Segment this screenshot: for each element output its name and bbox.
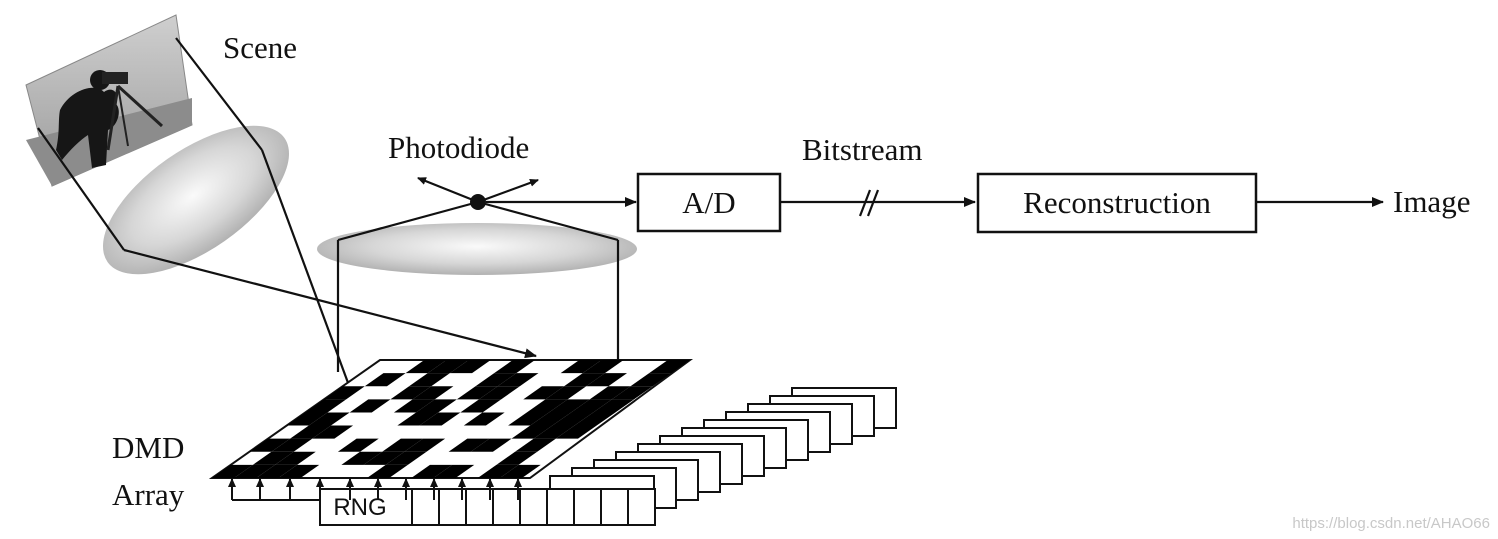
mirror-cell	[290, 425, 331, 439]
mirror-cell	[385, 451, 427, 465]
mirror-cell	[427, 360, 469, 374]
mirror-cell	[477, 464, 519, 478]
mirror-cell	[589, 386, 631, 400]
mirror-cell	[475, 373, 517, 387]
photodiode-icon	[417, 176, 539, 210]
mirror-cell	[405, 360, 447, 374]
mirror-cell	[390, 386, 432, 400]
register-cell	[573, 488, 602, 526]
dmd-label-line2: Array	[112, 477, 185, 512]
signal-chain	[486, 189, 1384, 217]
mirror-cell	[363, 451, 405, 465]
mirror-cell	[367, 464, 408, 478]
mirror-cell	[278, 464, 320, 478]
mirror-cell	[448, 438, 490, 452]
mirror-cell	[456, 386, 498, 400]
bitstream-label: Bitstream	[802, 132, 923, 167]
mirror-cell	[256, 464, 298, 478]
reconstruction-label: Reconstruction	[1023, 185, 1211, 220]
mirror-cell	[515, 438, 556, 452]
mirror-cell	[560, 360, 602, 374]
image-label: Image	[1393, 184, 1470, 219]
mirror-cell	[508, 412, 549, 426]
photodiode-label: Photodiode	[388, 130, 529, 165]
mirror-cell	[552, 412, 594, 426]
mirror-cell	[460, 399, 502, 413]
mirror-cell	[274, 451, 316, 465]
mirror-cell	[286, 412, 328, 426]
mirror-cell	[271, 438, 313, 452]
mirror-cell	[382, 438, 423, 452]
ad-label: A/D	[682, 185, 735, 220]
mirror-cell	[409, 373, 450, 387]
mirror-cell	[419, 412, 461, 426]
mirror-cell	[312, 425, 354, 439]
mirror-cell	[494, 360, 535, 374]
mirror-cell	[412, 386, 454, 400]
mirror-cell	[212, 464, 253, 478]
mirror-cell	[499, 464, 541, 478]
reconstruction-block	[976, 172, 1258, 234]
mirror-cell	[523, 386, 565, 400]
mirror-cell	[252, 451, 294, 465]
mirror-cell	[496, 451, 538, 465]
register-cell	[438, 488, 467, 526]
dmd-label-line1: DMD	[112, 430, 184, 465]
mirror-cell	[249, 438, 291, 452]
mirror-cell	[308, 412, 350, 426]
mirror-cell	[586, 373, 628, 387]
mirror-cell	[548, 399, 590, 413]
mirror-cell	[470, 438, 512, 452]
mirror-cell	[571, 399, 612, 413]
mirror-cell	[397, 412, 439, 426]
mirror-cell	[630, 373, 672, 387]
mirror-cell	[526, 399, 568, 413]
mirror-cell	[463, 412, 505, 426]
mirror-cell	[497, 373, 539, 387]
mirror-cell	[341, 451, 383, 465]
mirror-cell	[411, 464, 453, 478]
scene-photo-icon	[25, 14, 193, 187]
mirror-cell	[305, 399, 347, 413]
register-cell	[546, 488, 575, 526]
mirror-cell	[593, 399, 634, 413]
collector-lens-icon	[317, 223, 637, 275]
mirror-cell	[574, 412, 616, 426]
mirror-cell	[337, 438, 379, 452]
mirror-cell	[364, 373, 406, 387]
mirror-cell	[511, 425, 553, 439]
mirror-cell	[555, 425, 597, 439]
rng-label: RNG	[333, 494, 386, 521]
mirror-cell	[393, 399, 435, 413]
mirror-cell	[582, 360, 624, 374]
register-cell	[492, 488, 521, 526]
mirror-cell	[564, 373, 605, 387]
register-cell	[519, 488, 548, 526]
objective-lens-icon	[102, 125, 290, 275]
mirror-cell	[416, 399, 457, 413]
mirror-cell	[611, 386, 653, 400]
mirror-cell	[533, 425, 575, 439]
rng-box	[319, 488, 413, 526]
mirror-cell	[479, 386, 520, 400]
register-cell	[627, 488, 656, 526]
mirror-cell	[349, 399, 391, 413]
register-cell	[465, 488, 494, 526]
mirror-cell	[649, 360, 690, 374]
mirror-cell	[324, 386, 365, 400]
scene-label: Scene	[223, 30, 297, 65]
mirror-cell	[545, 386, 587, 400]
mirror-cell	[449, 360, 491, 374]
register-cell	[600, 488, 629, 526]
mirror-cell	[234, 464, 275, 478]
dmd-array	[208, 359, 694, 479]
rng-register	[228, 478, 656, 526]
mirror-cell	[404, 438, 446, 452]
mirror-cell	[530, 412, 572, 426]
watermark: https://blog.csdn.net/AHAO66	[1292, 515, 1490, 532]
mirror-cell	[433, 464, 475, 478]
ad-converter-block	[636, 172, 782, 233]
